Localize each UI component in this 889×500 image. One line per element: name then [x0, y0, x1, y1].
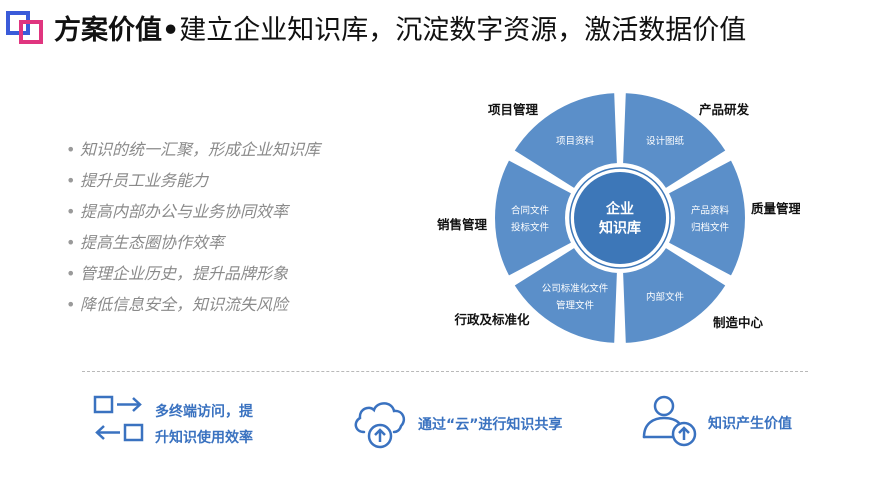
- cloud-upload-icon: [354, 402, 406, 449]
- value-bullet-list: •知识的统一汇聚，形成企业知识库 •提升员工业务能力 •提高内部办公与业务协同效…: [66, 134, 320, 320]
- page-title-rest: 建立企业知识库，沉淀数字资源，激活数据价值: [179, 15, 747, 46]
- wheel-segment-item: 投标文件: [511, 222, 550, 234]
- bullet-item: •管理企业历史，提升品牌形象: [66, 264, 289, 283]
- wheel-segment: [493, 158, 574, 278]
- wheel-segment-item: 合同文件: [511, 205, 550, 217]
- section-divider: [82, 371, 808, 372]
- wheel-segment-item: 项目资料: [556, 135, 595, 147]
- wheel-segment: [621, 91, 728, 191]
- access-text-line2: 升知识使用效率: [155, 430, 253, 446]
- wheel-segment-label: 行政及标准化: [453, 312, 530, 327]
- wheel-center-label: 企业: [605, 201, 634, 218]
- wheel-center-label: 知识库: [599, 220, 641, 237]
- wheel-segment-item: 产品资料: [691, 205, 730, 217]
- wheel-segment-label: 质量管理: [751, 201, 800, 216]
- transfer-arrows-icon: [93, 395, 144, 442]
- person-upload-icon: [642, 395, 697, 447]
- wheel-segment: [666, 158, 747, 278]
- wheel-segment: [512, 245, 619, 345]
- wheel-segment: [512, 91, 619, 191]
- wheel-segment-item: 管理文件: [556, 299, 595, 311]
- cloud-share-text: 通过“云”进行知识共享: [418, 417, 563, 433]
- bullet-item: •提升员工业务能力: [66, 171, 209, 190]
- wheel-segment-label: 产品研发: [699, 102, 750, 117]
- wheel-segment: [621, 245, 728, 345]
- wheel-segment-item: 公司标准化文件: [542, 282, 609, 294]
- bullet-item: •提高内部办公与业务协同效率: [66, 202, 289, 221]
- wheel-center: [574, 172, 666, 264]
- wheel-segment-item: 归档文件: [691, 222, 730, 234]
- page-title-bold: 方案价值•: [54, 15, 180, 46]
- bullet-item: •提高生态圈协作效率: [66, 233, 225, 252]
- page-title: 方案价值•建立企业知识库，沉淀数字资源，激活数据价值: [54, 8, 746, 47]
- wheel-segment-label: 销售管理: [437, 217, 488, 232]
- wheel-segment-item: 设计图纸: [646, 135, 685, 147]
- logo-icon: [6, 11, 43, 44]
- wheel-segment-item: 内部文件: [646, 291, 685, 303]
- wheel-segment-label: 制造中心: [713, 315, 764, 330]
- bullet-item: •降低信息安全，知识流失风险: [66, 295, 289, 314]
- bullet-item: •知识的统一汇聚，形成企业知识库: [66, 140, 321, 159]
- access-text-line1: 多终端访问，提: [155, 404, 253, 420]
- knowledge-value-text: 知识产生价值: [708, 416, 792, 432]
- wheel-segment-label: 项目管理: [488, 102, 539, 117]
